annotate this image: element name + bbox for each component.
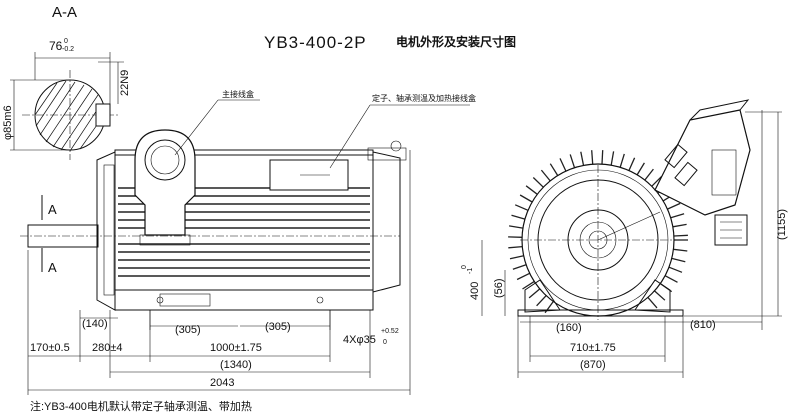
- radial-fin: [611, 151, 613, 165]
- radial-fin: [672, 258, 686, 261]
- motor-side-view: [20, 130, 406, 330]
- drawing-note: 注:YB3-400电机默认带定子轴承测温、带加热: [30, 399, 252, 413]
- radial-fin: [669, 267, 682, 272]
- radial-fin: [673, 249, 687, 251]
- dim-160: (160): [556, 322, 582, 334]
- dim-280: 280±4: [92, 342, 123, 354]
- radial-fin: [671, 214, 684, 218]
- radial-fin: [537, 296, 547, 306]
- dim-holes-tol-upper: +0.52: [381, 328, 399, 335]
- dim-140: (140): [82, 318, 108, 330]
- radial-fin: [570, 154, 574, 167]
- radial-fin: [550, 164, 557, 176]
- radial-fin: [667, 203, 680, 209]
- dim-key-width: 76: [49, 39, 63, 53]
- radial-fin: [673, 224, 687, 226]
- dim-710: 710±1.75: [570, 342, 616, 354]
- callout-main-box-label: 主接线盒: [222, 89, 254, 99]
- dim-400: 400: [469, 282, 481, 300]
- radial-fin: [592, 150, 593, 164]
- radial-fin: [508, 247, 522, 248]
- radial-fin: [560, 158, 566, 171]
- radial-fin: [509, 226, 523, 228]
- radial-fin: [513, 265, 526, 270]
- dim-170: 170±0.5: [30, 342, 70, 354]
- radial-fin: [510, 256, 524, 259]
- dim-holes-tol-lower: 0: [383, 339, 387, 346]
- radial-fin: [637, 163, 644, 175]
- drawing-subtitle: 电机外形及安装尺寸图: [396, 34, 516, 49]
- radial-fin: [674, 235, 688, 236]
- section-marker: A A: [42, 195, 57, 275]
- dim-870: (870): [580, 359, 606, 371]
- radial-fin: [581, 152, 584, 166]
- callout-aux-box-label: 定子、轴承测温及加热接线盒: [372, 93, 476, 103]
- dim-56: (56): [493, 278, 505, 298]
- radial-fin: [620, 154, 624, 167]
- dim-305-right: (305): [265, 321, 291, 333]
- radial-fin: [655, 291, 665, 300]
- dim-400-tol-lower: -1: [467, 268, 474, 274]
- dim-key-width-tol-lower: -0.2: [62, 46, 74, 53]
- motor-end-view: [508, 100, 750, 320]
- callout-aux-terminal-box: 定子、轴承测温及加热接线盒: [330, 93, 476, 168]
- radial-fin: [526, 186, 537, 195]
- radial-fin: [529, 289, 540, 298]
- radial-fin: [645, 169, 654, 180]
- section-label: A-A: [52, 4, 77, 21]
- dim-2043: 2043: [210, 377, 234, 389]
- radial-fin: [648, 297, 657, 308]
- section-marker-bottom: A: [48, 260, 57, 275]
- dim-key-depth: 22N9: [119, 70, 131, 96]
- radial-fin: [665, 276, 677, 283]
- radial-fin: [515, 205, 528, 211]
- radial-fin: [602, 150, 603, 164]
- drawing-title: YB3-400-2P: [264, 33, 367, 52]
- radial-fin: [520, 195, 532, 202]
- radial-fin: [517, 273, 530, 279]
- dim-holes: 4Xφ35: [343, 334, 376, 346]
- section-marker-top: A: [48, 202, 57, 217]
- dim-1340: (1340): [220, 359, 252, 371]
- dim-1000: 1000±1.75: [210, 342, 262, 354]
- radial-fin: [629, 158, 635, 171]
- dim-key-width-tol-upper: 0: [64, 38, 68, 45]
- dim-305-left: (305): [175, 324, 201, 336]
- radial-fin: [533, 178, 543, 188]
- dim-1155: (1155): [776, 209, 788, 240]
- dim-shaft-diameter: φ85m6: [2, 105, 14, 140]
- side-view-dimensions: (140) (305) (305) 4Xφ35 +0.52 0 170±0.5 …: [28, 150, 410, 395]
- radial-fin: [512, 215, 525, 219]
- shaft-section-view: 76 0 -0.2 22N9 φ85m6: [2, 38, 131, 160]
- dim-810: (810): [690, 319, 716, 331]
- radial-fin: [541, 170, 550, 181]
